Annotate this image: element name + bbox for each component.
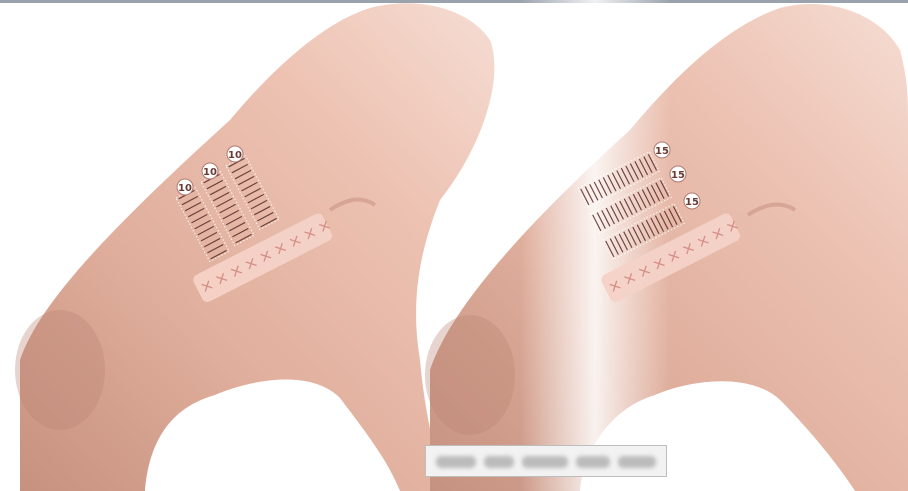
right-zone-badge-3: 15 xyxy=(684,193,700,209)
blurred-caption-box xyxy=(425,445,667,477)
left-zone-label-2: 10 xyxy=(203,167,217,178)
right-zone-badge-2: 15 xyxy=(670,166,686,182)
panel-divider-glow xyxy=(520,0,670,491)
top-border xyxy=(0,0,908,3)
right-zone-label-3: 15 xyxy=(685,197,699,208)
left-zone-label-1: 10 xyxy=(178,183,192,194)
left-zone-label-3: 10 xyxy=(228,150,242,161)
left-zone-badge-1: 10 xyxy=(177,179,193,195)
right-zone-label-1: 15 xyxy=(655,146,669,157)
right-zone-label-2: 15 xyxy=(671,170,685,181)
left-zone-badge-3: 10 xyxy=(227,146,243,162)
right-zone-badge-1: 15 xyxy=(654,142,670,158)
left-zone-badge-2: 10 xyxy=(202,163,218,179)
